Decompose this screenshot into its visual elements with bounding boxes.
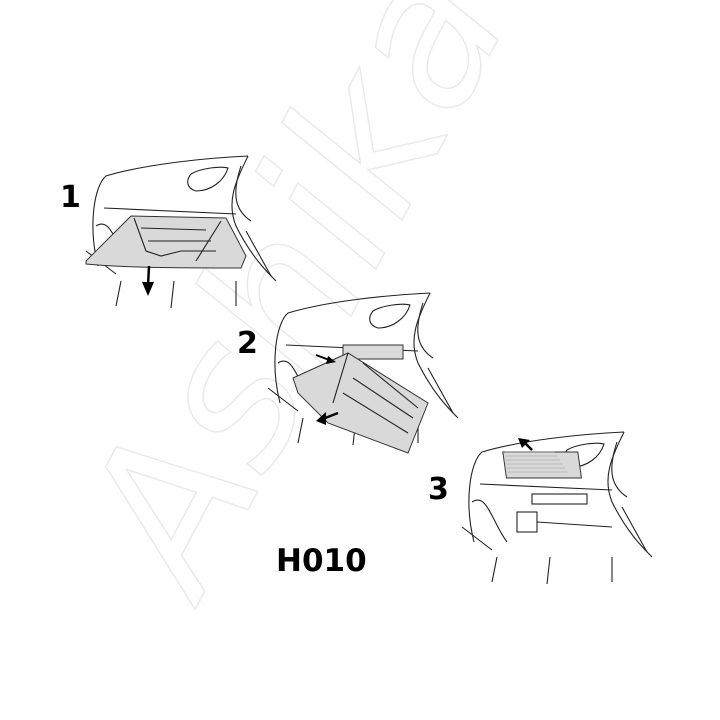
step-number-3: 3 bbox=[428, 472, 449, 507]
arrow-down-icon bbox=[142, 282, 154, 296]
step-2-illustration bbox=[267, 292, 459, 454]
arrow-out-icon bbox=[316, 412, 326, 425]
part-code: H010 bbox=[276, 543, 367, 579]
arrow-in-icon bbox=[326, 356, 336, 364]
arrow-up-icon bbox=[518, 438, 530, 448]
step-1-illustration bbox=[85, 155, 277, 309]
step-number-2: 2 bbox=[237, 326, 258, 361]
step-3-illustration bbox=[461, 431, 653, 585]
step-number-1: 1 bbox=[60, 180, 81, 215]
